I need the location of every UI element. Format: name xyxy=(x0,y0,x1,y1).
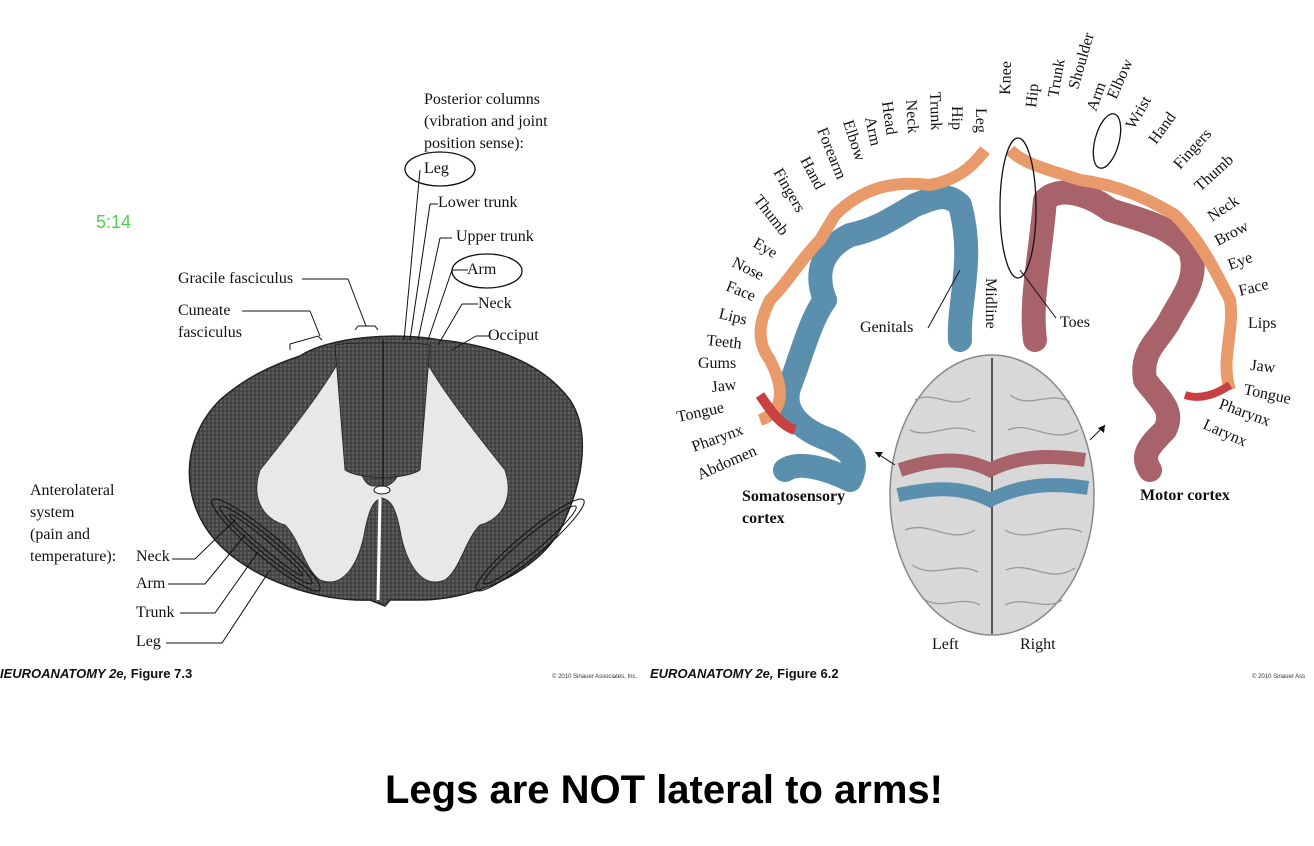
somatosensory-label-leg: Leg xyxy=(972,108,989,133)
homunculus-caption-prefix: EUROANATOMY 2e, xyxy=(650,666,774,681)
gray-matter xyxy=(256,348,509,583)
motor-label-elbow: Elbow xyxy=(1104,56,1137,101)
motor-label-lips: Lips xyxy=(1248,315,1276,332)
brain-top-view xyxy=(889,354,1095,636)
motor-label-fingers: Fingers xyxy=(1170,126,1215,173)
spinal-copyright: © 2010 Sinauer Associates, Inc. xyxy=(552,674,638,680)
somatosensory-label-hip: Hip xyxy=(948,106,965,130)
somatosensory-homunculus xyxy=(754,146,990,426)
somatosensory-label-jaw: Jaw xyxy=(711,376,738,396)
posterior-columns-title-2: (vibration and joint xyxy=(424,113,548,130)
spinal-figure-caption: IEUROANATOMY 2e, Figure 7.3 xyxy=(0,666,192,681)
anterolateral-label-trunk: Trunk xyxy=(136,604,175,621)
somatosensory-label-tongue: Tongue xyxy=(675,399,725,426)
anterolateral-title-4: temperature): xyxy=(30,548,117,565)
homunculus-caption-figure: Figure 6.2 xyxy=(777,666,839,681)
homunculus-copyright: © 2010 Sinauer Ass xyxy=(1252,674,1306,680)
posterior-label-neck: Neck xyxy=(478,295,512,312)
motor-cortex-title: Motor cortex xyxy=(1140,487,1230,504)
motor-label-tongue: Tongue xyxy=(1242,381,1292,408)
homunculus-figure-caption: EUROANATOMY 2e, Figure 6.2 xyxy=(650,666,839,681)
anterolateral-tracts xyxy=(211,498,585,592)
anterolateral-label-neck: Neck xyxy=(136,548,170,565)
somatosensory-label-arm: Arm xyxy=(861,115,884,148)
motor-label-eye: Eye xyxy=(1226,249,1255,273)
motor-label-larynx: Larynx xyxy=(1200,416,1249,450)
somatosensory-label-face: Face xyxy=(724,278,758,305)
midline-label: Midline xyxy=(982,278,999,329)
motor-label-knee: Knee xyxy=(997,61,1015,95)
posterior-label-arm: Arm xyxy=(467,261,497,278)
cuneate-fasciculus-label-1: Cuneate xyxy=(178,302,231,319)
anterolateral-label-leg: Leg xyxy=(136,633,161,650)
leg-circle xyxy=(404,151,476,187)
motor-strip xyxy=(1021,180,1205,482)
knee-circle xyxy=(999,137,1037,279)
motor-label-jaw: Jaw xyxy=(1250,357,1277,377)
posterior-label-lower-trunk: Lower trunk xyxy=(438,194,518,211)
somatosensory-label-head: Head xyxy=(878,100,900,136)
somatosensory-label-eye: Eye xyxy=(750,235,780,262)
arm-circle xyxy=(451,253,523,289)
somatosensory-label-teeth: Teeth xyxy=(706,332,743,353)
cuneate-fasciculus-label-2: fasciculus xyxy=(178,324,242,341)
anterolateral-title-2: system xyxy=(30,504,75,521)
toes-label: Toes xyxy=(1060,314,1090,331)
posterior-columns-title-3: position sense): xyxy=(424,135,524,152)
spinal-caption-figure: Figure 7.3 xyxy=(130,666,193,681)
anterolateral-title-3: (pain and xyxy=(30,526,90,543)
gracile-fasciculus-label: Gracile fasciculus xyxy=(178,270,294,287)
spinal-caption-prefix: IEUROANATOMY 2e, xyxy=(0,666,128,681)
somatosensory-title-1: Somatosensory xyxy=(742,488,846,505)
right-label: Right xyxy=(1020,636,1056,653)
somatosensory-label-lips: Lips xyxy=(717,305,749,328)
arm-motor-circle xyxy=(1092,113,1122,169)
anterolateral-title-1: Anterolateral xyxy=(30,482,115,499)
somatosensory-label-hand: Hand xyxy=(796,154,827,193)
somatosensory-label-trunk: Trunk xyxy=(926,92,944,131)
timer: 5:14 xyxy=(96,212,132,232)
motor-label-thumb: Thumb xyxy=(1191,151,1237,195)
somatosensory-label-gums: Gums xyxy=(698,355,736,372)
posterior-label-occiput: Occiput xyxy=(488,327,539,344)
motor-label-wrist: Wrist xyxy=(1123,93,1155,132)
headline: Legs are NOT lateral to arms! xyxy=(385,768,943,812)
posterior-columns-title-1: Posterior columns xyxy=(424,91,540,108)
posterior-label-leg: Leg xyxy=(424,160,449,177)
motor-label-trunk: Trunk xyxy=(1045,58,1068,99)
motor-label-hand: Hand xyxy=(1145,109,1179,147)
central-canal xyxy=(373,485,391,495)
motor-homunculus xyxy=(1005,145,1237,392)
left-label: Left xyxy=(932,636,959,653)
posterior-label-upper-trunk: Upper trunk xyxy=(456,228,534,245)
somatosensory-strip xyxy=(773,185,979,492)
motor-label-hip: Hip xyxy=(1023,83,1042,109)
motor-label-face: Face xyxy=(1237,276,1270,300)
genitals-label: Genitals xyxy=(860,319,914,336)
somatosensory-title-2: cortex xyxy=(742,510,785,527)
anterolateral-label-arm: Arm xyxy=(136,575,166,592)
somatosensory-label-neck: Neck xyxy=(902,99,921,134)
